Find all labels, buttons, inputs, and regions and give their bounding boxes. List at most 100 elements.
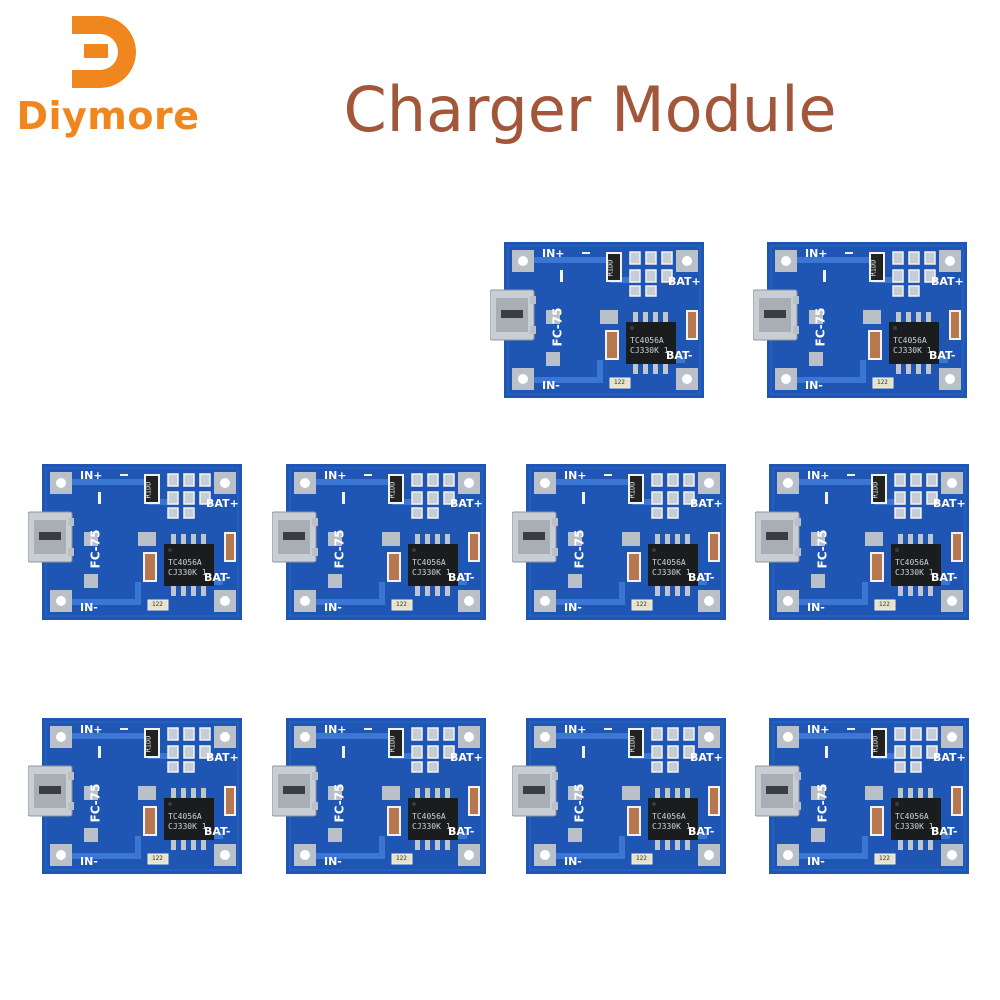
pcb-board-graphic xyxy=(512,718,726,874)
resistor-marking: R1DD xyxy=(871,735,880,753)
chip-marking-2: CJ330K 1 xyxy=(412,822,451,831)
label-bat-plus: BAT+ xyxy=(206,751,239,764)
chip-marking-1: TC4056A xyxy=(652,812,686,821)
pcb-board-graphic xyxy=(512,464,726,620)
label-fc: FC-75 xyxy=(572,783,587,823)
resistor-marking: R1DD xyxy=(388,481,397,499)
label-bat-plus: BAT+ xyxy=(931,275,964,288)
label-in-minus: IN- xyxy=(564,601,582,614)
chip-marking-2: CJ330K 1 xyxy=(895,822,934,831)
label-bat-plus: BAT+ xyxy=(690,751,723,764)
resistor-marking: R1DD xyxy=(628,735,637,753)
label-bat-minus: BAT- xyxy=(204,571,231,584)
chip-marking-2: CJ330K 1 xyxy=(893,346,932,355)
charger-module-board: IN+ IN- BAT+ BAT- FC-75 R1DD TC4056A CJ3… xyxy=(755,716,971,876)
label-in-minus: IN- xyxy=(80,855,98,868)
label-fc: FC-75 xyxy=(332,529,347,569)
pcb-board-graphic xyxy=(28,718,242,874)
charger-module-board: IN+ IN- BAT+ BAT- FC-75 R1DD TC4056A CJ3… xyxy=(753,240,969,400)
label-in-plus: IN+ xyxy=(80,723,103,736)
smd-marking: 122 xyxy=(614,379,625,386)
charger-module-board: IN+ IN- BAT+ BAT- FC-75 R1DD TC4056A CJ3… xyxy=(28,716,244,876)
label-bat-minus: BAT- xyxy=(448,825,475,838)
charger-module-board: IN+ IN- BAT+ BAT- FC-75 R1DD TC4056A CJ3… xyxy=(755,462,971,622)
label-fc: FC-75 xyxy=(815,529,830,569)
label-in-plus: IN+ xyxy=(564,469,587,482)
smd-marking: 122 xyxy=(879,855,890,862)
smd-marking: 122 xyxy=(396,601,407,608)
chip-marking-1: TC4056A xyxy=(168,812,202,821)
pcb-board-graphic xyxy=(28,464,242,620)
chip-marking-1: TC4056A xyxy=(630,336,664,345)
label-in-minus: IN- xyxy=(807,601,825,614)
label-in-plus: IN+ xyxy=(805,247,828,260)
resistor-marking: R1DD xyxy=(388,735,397,753)
label-bat-plus: BAT+ xyxy=(206,497,239,510)
charger-module-board: IN+ IN- BAT+ BAT- FC-75 R1DD TC4056A CJ3… xyxy=(512,462,728,622)
label-bat-plus: BAT+ xyxy=(450,751,483,764)
label-in-minus: IN- xyxy=(542,379,560,392)
label-in-plus: IN+ xyxy=(807,469,830,482)
chip-marking-1: TC4056A xyxy=(652,558,686,567)
chip-marking-2: CJ330K 1 xyxy=(168,822,207,831)
label-in-plus: IN+ xyxy=(542,247,565,260)
chip-marking-1: TC4056A xyxy=(893,336,927,345)
label-fc: FC-75 xyxy=(813,307,828,347)
label-bat-minus: BAT- xyxy=(929,349,956,362)
label-bat-plus: BAT+ xyxy=(690,497,723,510)
chip-marking-1: TC4056A xyxy=(412,812,446,821)
brand-logo: Diymore xyxy=(8,8,208,138)
label-in-minus: IN- xyxy=(80,601,98,614)
charger-module-board: IN+ IN- BAT+ BAT- FC-75 R1DD TC4056A CJ3… xyxy=(512,716,728,876)
label-bat-minus: BAT- xyxy=(448,571,475,584)
pcb-board-graphic xyxy=(490,242,704,398)
label-bat-minus: BAT- xyxy=(688,825,715,838)
resistor-marking: R1DD xyxy=(871,481,880,499)
label-bat-minus: BAT- xyxy=(688,571,715,584)
pcb-board-graphic xyxy=(272,718,486,874)
pcb-board-graphic xyxy=(755,718,969,874)
smd-marking: 122 xyxy=(879,601,890,608)
resistor-marking: R1DD xyxy=(869,259,878,277)
label-fc: FC-75 xyxy=(88,529,103,569)
smd-marking: 122 xyxy=(636,601,647,608)
page-title: Charger Module xyxy=(343,73,837,146)
label-fc: FC-75 xyxy=(88,783,103,823)
chip-marking-1: TC4056A xyxy=(895,558,929,567)
smd-marking: 122 xyxy=(396,855,407,862)
resistor-marking: R1DD xyxy=(144,481,153,499)
label-bat-minus: BAT- xyxy=(931,571,958,584)
smd-marking: 122 xyxy=(152,601,163,608)
diymore-logo-icon xyxy=(72,16,136,88)
charger-module-board: IN+ IN- BAT+ BAT- FC-75 R1DD TC4056A CJ3… xyxy=(272,716,488,876)
label-in-minus: IN- xyxy=(324,855,342,868)
label-bat-plus: BAT+ xyxy=(450,497,483,510)
chip-marking-1: TC4056A xyxy=(895,812,929,821)
label-in-minus: IN- xyxy=(564,855,582,868)
pcb-board-graphic xyxy=(753,242,967,398)
smd-marking: 122 xyxy=(636,855,647,862)
label-in-minus: IN- xyxy=(805,379,823,392)
pcb-board-graphic xyxy=(755,464,969,620)
label-in-plus: IN+ xyxy=(80,469,103,482)
label-in-plus: IN+ xyxy=(807,723,830,736)
chip-marking-1: TC4056A xyxy=(168,558,202,567)
label-fc: FC-75 xyxy=(815,783,830,823)
charger-module-board: IN+ IN- BAT+ BAT- FC-75 R1DD TC4056A CJ3… xyxy=(490,240,706,400)
chip-marking-2: CJ330K 1 xyxy=(652,568,691,577)
pcb-board-graphic xyxy=(272,464,486,620)
chip-marking-2: CJ330K 1 xyxy=(895,568,934,577)
chip-marking-2: CJ330K 1 xyxy=(412,568,451,577)
label-bat-plus: BAT+ xyxy=(933,497,966,510)
smd-marking: 122 xyxy=(877,379,888,386)
label-in-plus: IN+ xyxy=(324,469,347,482)
label-bat-minus: BAT- xyxy=(204,825,231,838)
smd-marking: 122 xyxy=(152,855,163,862)
label-fc: FC-75 xyxy=(332,783,347,823)
brand-name: Diymore xyxy=(16,94,200,138)
label-fc: FC-75 xyxy=(572,529,587,569)
label-in-plus: IN+ xyxy=(564,723,587,736)
label-bat-plus: BAT+ xyxy=(668,275,701,288)
label-bat-minus: BAT- xyxy=(666,349,693,362)
resistor-marking: R1DD xyxy=(606,259,615,277)
